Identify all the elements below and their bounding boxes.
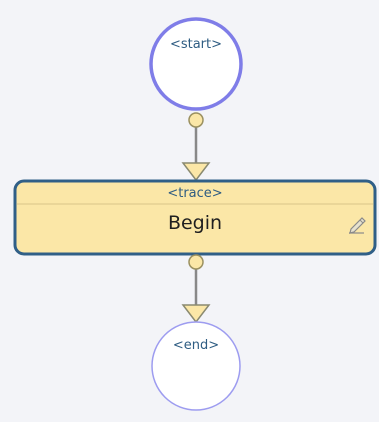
trace-node[interactable] xyxy=(13,179,377,256)
trace-input-arrow xyxy=(181,162,211,182)
end-node-label: <end> xyxy=(172,338,220,353)
trace-output-port[interactable] xyxy=(188,254,204,270)
end-input-arrow xyxy=(181,304,211,324)
trace-node-title: <trace> xyxy=(167,186,223,201)
trace-node-text: Begin xyxy=(167,212,223,234)
start-output-port[interactable] xyxy=(188,112,204,128)
start-node-label: <start> xyxy=(169,37,223,52)
end-node[interactable] xyxy=(151,321,241,411)
start-node[interactable] xyxy=(149,17,243,111)
pencil-icon[interactable] xyxy=(343,212,369,238)
